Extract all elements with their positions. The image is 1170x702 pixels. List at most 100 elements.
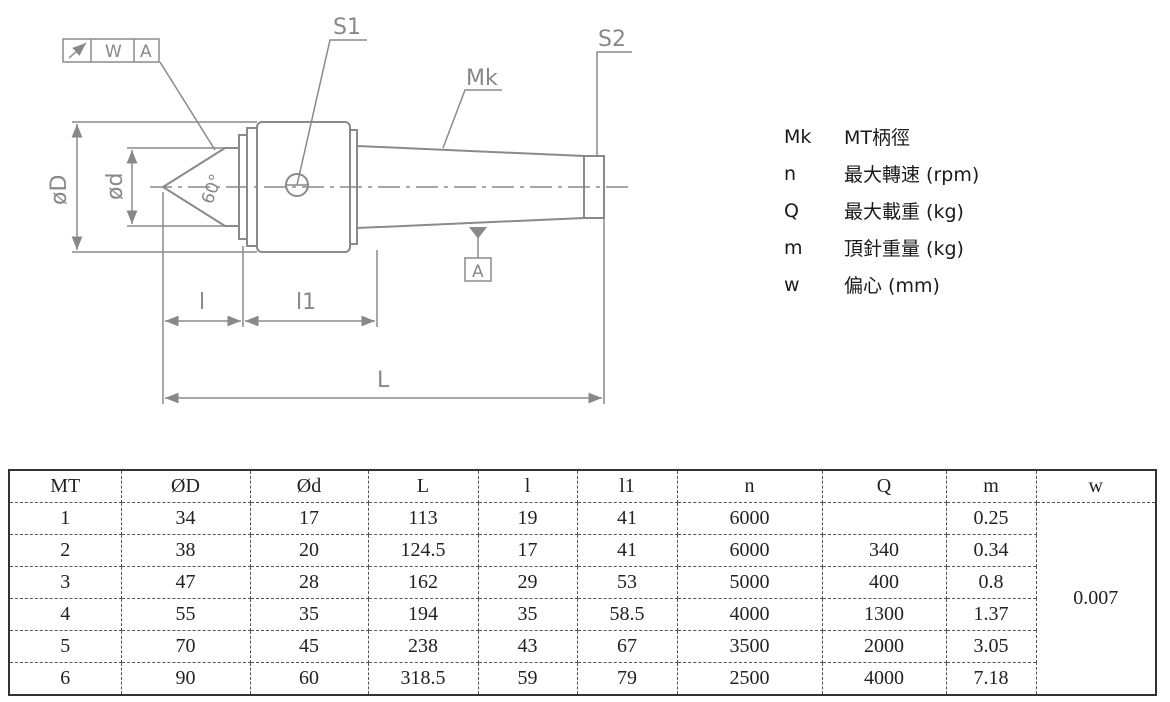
table-cell: 400 [821,566,947,599]
table-cell: 1.37 [945,598,1037,631]
table-cell: 45 [249,630,369,663]
table-cell: 47 [120,566,251,599]
table-cell: 19 [477,502,578,535]
table-cell: 5000 [676,566,823,599]
table-cell: 0.25 [945,502,1037,535]
table-cell: 6 [8,662,122,696]
table-cell: 4000 [676,598,823,631]
table-cell: 17 [477,534,578,567]
header-w: w [1035,469,1157,503]
table-cell: 0.8 [945,566,1037,599]
table-cell: 2500 [676,662,823,696]
table-cell: 1300 [821,598,947,631]
table-cell: 113 [367,502,479,535]
mk-label: Mk [466,66,498,91]
table-cell: 2000 [821,630,947,663]
live-center-drawing: S1 S2 Mk øD ød 60° l l1 L A W A [47,15,632,404]
table-cell: 3 [8,566,122,599]
datum-box [464,257,492,282]
legend-text: 頂針重量 (kg) [844,238,964,260]
header-inner-diameter: Ød [249,469,369,503]
table-cell: 67 [576,630,678,663]
table-cell: 90 [120,662,251,696]
header-mt: MT [8,469,122,503]
header-n: n [676,469,823,503]
s2-leader [596,51,632,155]
header-total-length: L [367,469,479,503]
table-cell: 28 [249,566,369,599]
shank-end [583,155,605,219]
s1-leader [296,39,367,186]
legend-item: Mk MT柄徑 [784,118,979,155]
s1-label: S1 [333,15,361,40]
legend-symbol: Mk [784,125,812,148]
header-l1: l1 [576,469,678,503]
table-cell: 58.5 [576,598,678,631]
table-cell: 4 [8,598,122,631]
table-cell: 0.34 [945,534,1037,567]
l1-label: l1 [296,290,316,315]
table-cell: 194 [367,598,479,631]
table-cell [821,502,947,535]
legend-item: m 頂針重量 (kg) [784,229,979,266]
table-cell: 5 [8,630,122,663]
frame-w-label: W [105,42,122,62]
table-cell: 4000 [821,662,947,696]
legend-text: MT柄徑 [844,127,910,149]
header-l: l [477,469,578,503]
header-row: MT ØD Ød L l l1 n Q m w [8,469,1157,503]
legend-symbol: m [784,236,803,259]
table-cell: 41 [576,534,678,567]
header-outer-diameter: ØD [120,469,251,503]
table-cell: 2 [8,534,122,567]
legend-symbol: w [784,273,800,296]
table-cell: 162 [367,566,479,599]
table-cell: 35 [477,598,578,631]
table-cell: 59 [477,662,578,696]
table-cell: 318.5 [367,662,479,696]
table-cell: 34 [120,502,251,535]
table-cell: 55 [120,598,251,631]
table-cell: 53 [576,566,678,599]
l-label: l [199,290,205,315]
legend-text: 最大載重 (kg) [844,201,964,223]
runout-icon [68,42,87,59]
table-cell: 41 [576,502,678,535]
header-m: m [945,469,1037,503]
table-cell: 6000 [676,534,823,567]
table-cell: 20 [249,534,369,567]
table-cell: 6000 [676,502,823,535]
datum-triangle [468,227,488,239]
feature-control-frame [62,38,160,63]
table-cell: 35 [249,598,369,631]
angle-label: 60° [198,172,227,207]
table-cell: 1 [8,502,122,535]
table-cell: 43 [477,630,578,663]
dia-d-label: ød [103,173,128,200]
table-cell: 29 [477,566,578,599]
legend-symbol: n [784,162,797,185]
table-cell: 7.18 [945,662,1037,696]
table-cell: 17 [249,502,369,535]
table-cell: 60 [249,662,369,696]
table-cell: 3.05 [945,630,1037,663]
table-cell: 70 [120,630,251,663]
legend-text: 偏心 (mm) [844,275,940,297]
table-cell: 124.5 [367,534,479,567]
datum-a-label: A [472,262,484,282]
L-label: L [377,368,390,393]
frame-a-label: A [140,42,152,62]
table-cell: 238 [367,630,479,663]
dia-D-label: øD [47,175,72,205]
table-cell: 340 [821,534,947,567]
